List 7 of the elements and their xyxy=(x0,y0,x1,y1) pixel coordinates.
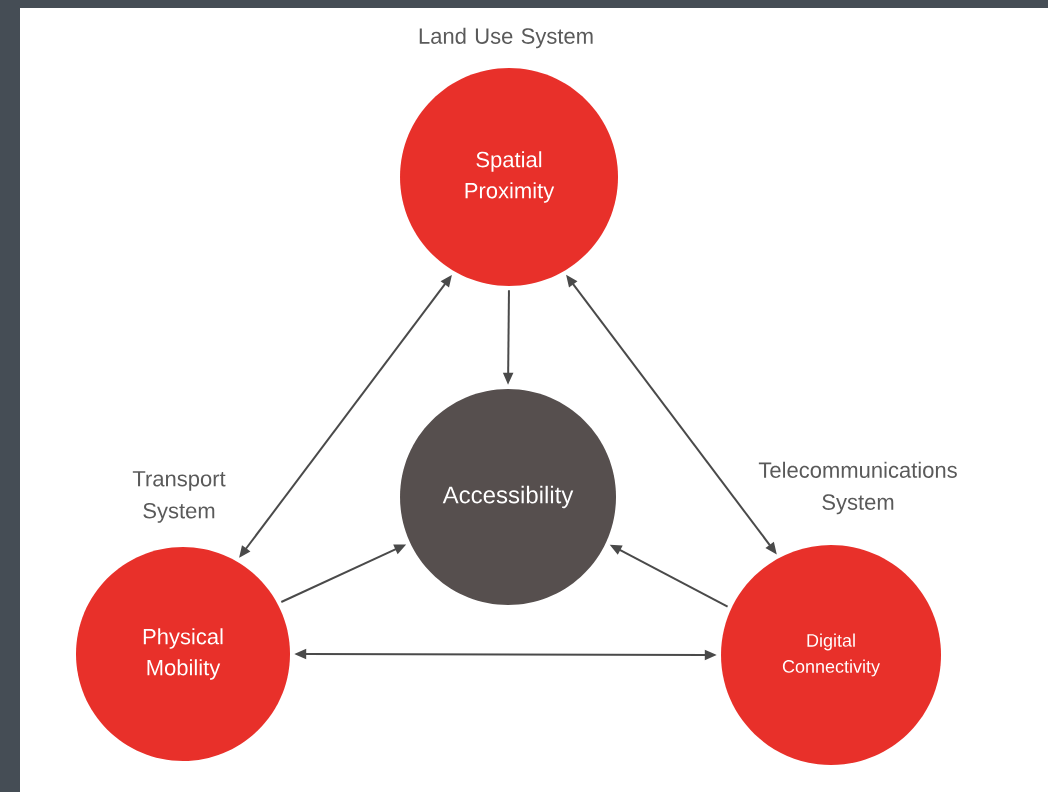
system-label: Telecommunications System xyxy=(758,461,957,515)
circle-node: Accessibility xyxy=(400,389,616,605)
circle-node: Physical Mobility xyxy=(76,547,290,761)
system-label: Transport System xyxy=(132,471,226,523)
circle-node: Spatial Proximity xyxy=(400,68,618,286)
system-label: Land Use System xyxy=(419,27,593,49)
circle-node: Digital Connectivity xyxy=(721,545,941,765)
